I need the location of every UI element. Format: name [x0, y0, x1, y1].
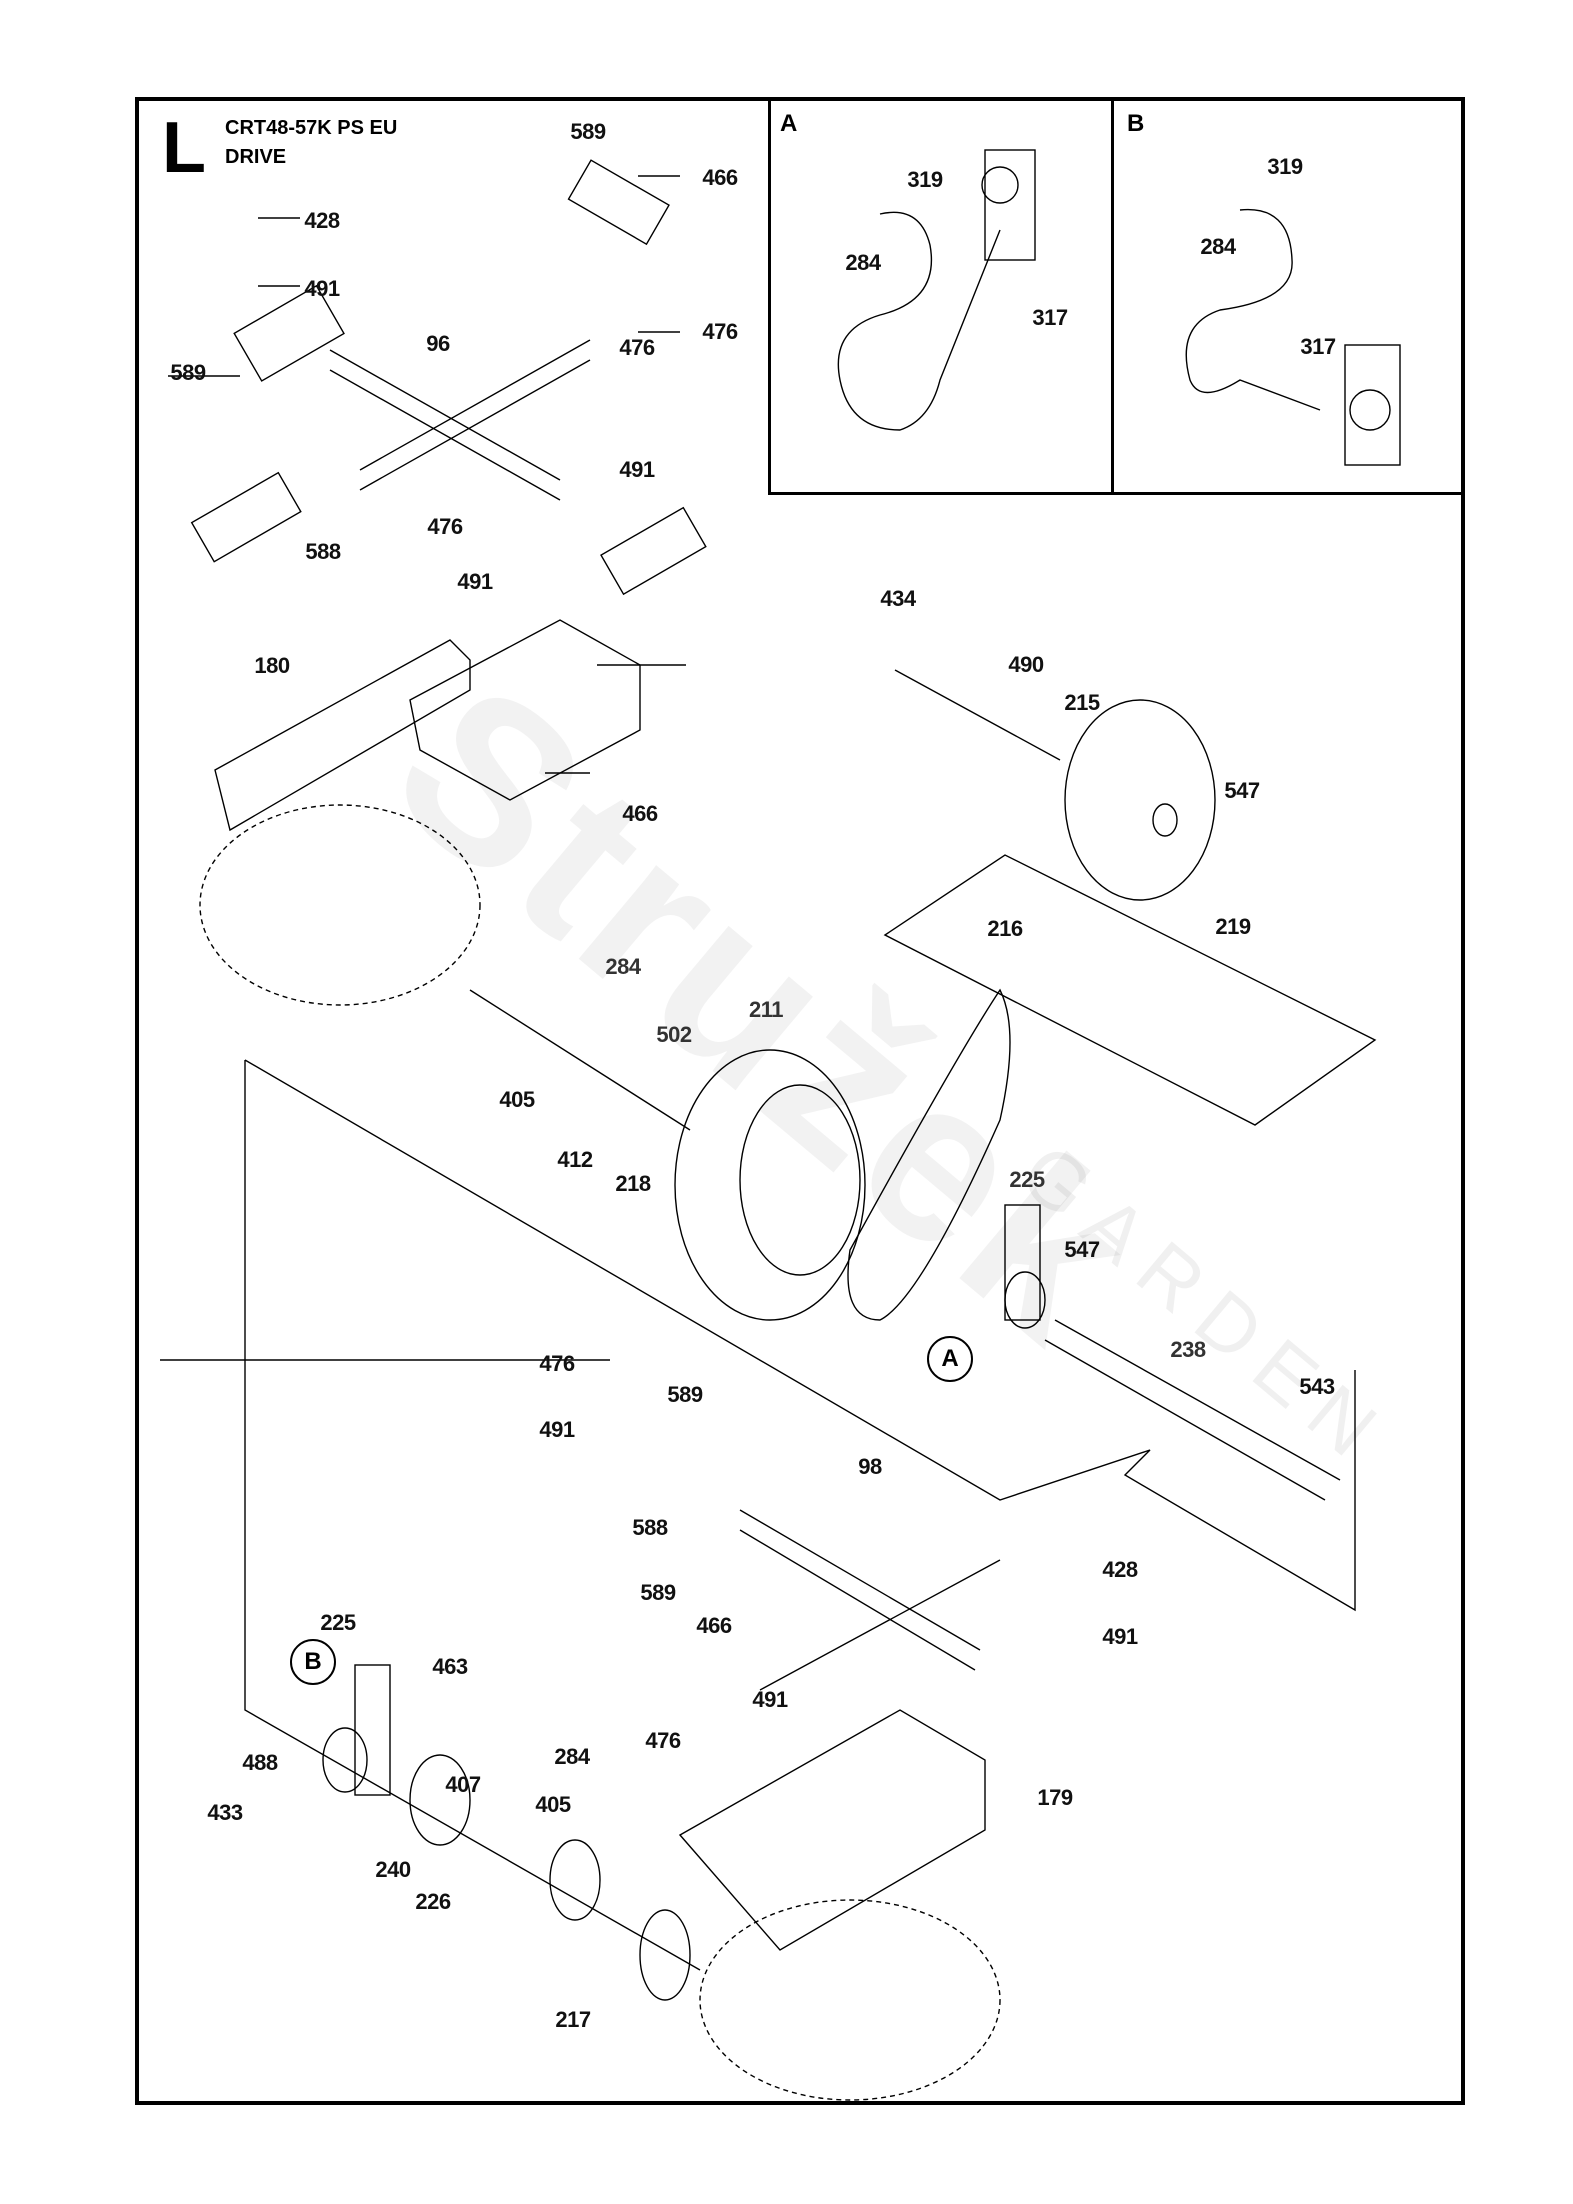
part-label[interactable]: 491: [752, 1687, 788, 1712]
part-label[interactable]: 225: [1009, 1167, 1045, 1192]
part-label[interactable]: 284: [554, 1744, 590, 1769]
part-label[interactable]: 488: [242, 1750, 278, 1775]
part-label[interactable]: 476: [619, 335, 655, 360]
part-label[interactable]: 225: [320, 1610, 356, 1635]
part-label[interactable]: 491: [1102, 1624, 1138, 1649]
part-label[interactable]: 434: [880, 586, 916, 611]
part-label[interactable]: 219: [1215, 914, 1251, 939]
part-label[interactable]: 96: [426, 331, 450, 356]
part-label[interactable]: 405: [499, 1087, 535, 1112]
part-label[interactable]: 547: [1224, 778, 1260, 803]
part-label[interactable]: 405: [535, 1792, 571, 1817]
part-label[interactable]: 463: [432, 1654, 468, 1679]
part-label[interactable]: 491: [304, 276, 340, 301]
part-label[interactable]: 466: [702, 165, 738, 190]
part-label[interactable]: 476: [645, 1728, 681, 1753]
part-label[interactable]: 547: [1064, 1237, 1100, 1262]
pulley-215: [1064, 699, 1216, 901]
part-label[interactable]: 589: [640, 1580, 676, 1605]
part-label[interactable]: 476: [702, 319, 738, 344]
part-label[interactable]: 433: [207, 1800, 243, 1825]
detail-panel-a: [768, 97, 1114, 495]
part-label[interactable]: 588: [305, 539, 341, 564]
part-label[interactable]: 543: [1299, 1374, 1335, 1399]
belt-216: [847, 988, 1011, 1321]
part-label[interactable]: 589: [667, 1382, 703, 1407]
part-label[interactable]: 490: [1008, 652, 1044, 677]
panel-b-letter: B: [1127, 110, 1145, 137]
part-label[interactable]: 217: [555, 2007, 591, 2032]
part-label[interactable]: 284: [605, 954, 641, 979]
part-label[interactable]: 319: [1267, 154, 1303, 179]
part-label[interactable]: 412: [557, 1147, 593, 1172]
part-label[interactable]: 179: [1037, 1785, 1073, 1810]
part-label[interactable]: 218: [615, 1171, 651, 1196]
part-label[interactable]: 215: [1064, 690, 1100, 715]
part-label[interactable]: 319: [907, 167, 943, 192]
section-letter: L: [162, 108, 206, 188]
part-label[interactable]: 407: [445, 1772, 481, 1797]
part-label[interactable]: 317: [1032, 305, 1068, 330]
part-label[interactable]: 476: [539, 1351, 575, 1376]
detail-panel-b: [1111, 97, 1464, 495]
part-label[interactable]: 211: [749, 997, 784, 1022]
part-label[interactable]: 284: [845, 250, 881, 275]
part-label[interactable]: 428: [304, 208, 340, 233]
part-label[interactable]: 588: [632, 1515, 668, 1540]
part-label[interactable]: 180: [254, 653, 290, 678]
callout-a[interactable]: A: [927, 1336, 973, 1382]
part-label[interactable]: 98: [858, 1454, 882, 1479]
frame-180: [214, 639, 471, 832]
part-label[interactable]: 589: [570, 119, 606, 144]
part-label[interactable]: 284: [1200, 234, 1236, 259]
bracket-b: [1344, 344, 1401, 466]
frame-179: [678, 1709, 986, 1951]
part-label[interactable]: 240: [375, 1857, 411, 1882]
part-label[interactable]: 466: [622, 801, 658, 826]
part-label[interactable]: 491: [619, 457, 655, 482]
part-label[interactable]: 502: [656, 1022, 692, 1047]
part-label[interactable]: 428: [1102, 1557, 1138, 1582]
panel-a-letter: A: [780, 110, 798, 137]
cable-b: [1185, 208, 1321, 411]
callout-b[interactable]: B: [290, 1639, 336, 1685]
part-label[interactable]: 491: [457, 569, 493, 594]
bracket-a: [984, 149, 1036, 261]
part-label[interactable]: 491: [539, 1417, 575, 1442]
part-label[interactable]: 476: [427, 514, 463, 539]
part-label[interactable]: 226: [415, 1889, 451, 1914]
part-label[interactable]: 238: [1170, 1337, 1206, 1362]
pulley-211: [674, 1049, 866, 1321]
cable-a: [837, 211, 1001, 431]
model-title: CRT48-57K PS EU: [225, 117, 398, 139]
part-label[interactable]: 589: [170, 360, 206, 385]
assembly-title: DRIVE: [225, 146, 287, 168]
part-label[interactable]: 466: [696, 1613, 732, 1638]
diagram-frame: [135, 97, 1465, 2105]
part-label[interactable]: 317: [1300, 334, 1336, 359]
part-label[interactable]: 216: [987, 916, 1023, 941]
